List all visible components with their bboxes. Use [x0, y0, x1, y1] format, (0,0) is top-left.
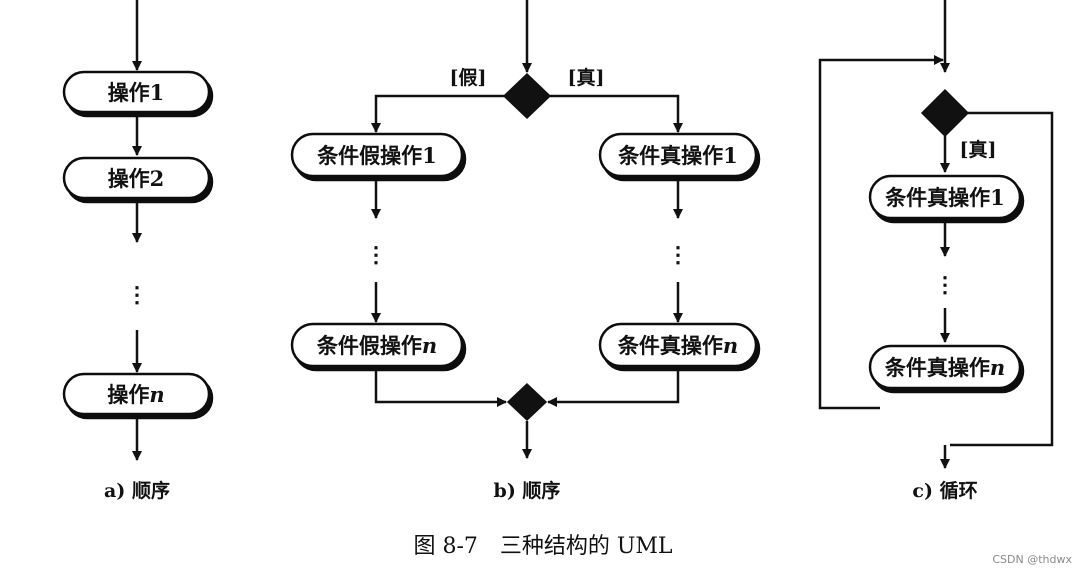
node-label: 操作 [107, 382, 149, 407]
edge-b-merge-left [374, 368, 507, 407]
ellipsis: ⋮ [365, 242, 387, 268]
edge-b-merge-right [547, 368, 680, 407]
node-label-suffix: n [422, 333, 437, 358]
svg-text:操作n: 操作n [107, 382, 164, 407]
node-label-suffix: n [149, 382, 164, 407]
svg-text:条件假操作n: 条件假操作n [317, 333, 437, 358]
activity-node: 操作n [62, 372, 211, 416]
node-label: 条件真操作1 [618, 143, 738, 168]
caption-b: b) 顺序 [494, 479, 561, 502]
guard-true: [真] [960, 138, 997, 161]
svg-text:操作2: 操作2 [108, 166, 165, 191]
node-label: 条件假操作 [317, 333, 422, 358]
node-label: 条件真操作 [885, 355, 990, 380]
activity-node: 条件真操作n [868, 344, 1022, 390]
svg-text:条件真操作1: 条件真操作1 [885, 185, 1005, 210]
node-label-suffix: n [723, 333, 738, 358]
activity-node: 操作1 [62, 70, 211, 114]
ellipsis: ⋮ [126, 282, 148, 308]
activity-node: 条件真操作n [598, 322, 758, 368]
loop-decision-diamond [920, 88, 970, 138]
svg-text:条件真操作n: 条件真操作n [618, 333, 738, 358]
activity-node: 条件真操作1 [868, 174, 1022, 220]
activity-node: 条件假操作1 [290, 132, 464, 178]
edge-b-false [371, 94, 504, 133]
svg-text:操作1: 操作1 [108, 80, 165, 105]
guard-false: [假] [450, 66, 487, 89]
caption-c: c) 循环 [912, 479, 977, 502]
node-label: 操作2 [108, 166, 165, 191]
guard-true: [真] [568, 66, 605, 89]
panel-c-loop [818, 0, 1054, 469]
node-label-suffix: n [990, 355, 1005, 380]
activity-node: 条件假操作n [290, 322, 464, 368]
svg-text:条件真操作1: 条件真操作1 [618, 143, 738, 168]
ellipsis: ⋮ [667, 242, 689, 268]
caption-a: a) 顺序 [104, 479, 170, 502]
figure-caption: 图 8-7 三种结构的 UML [413, 534, 672, 559]
ellipsis: ⋮ [934, 272, 956, 298]
edge-b-true [550, 94, 683, 133]
node-label: 操作1 [108, 80, 165, 105]
node-label: 条件真操作 [618, 333, 723, 358]
svg-text:条件假操作1: 条件假操作1 [317, 143, 437, 168]
merge-diamond [506, 382, 548, 422]
edge-c-exit [950, 111, 1054, 447]
watermark: CSDN @thdwx [992, 553, 1072, 566]
node-label: 条件真操作1 [885, 185, 1005, 210]
decision-diamond [502, 72, 552, 120]
activity-node: 操作2 [62, 156, 211, 200]
node-label: 条件假操作1 [317, 143, 437, 168]
activity-node: 条件真操作1 [598, 132, 758, 178]
edge-c-loop-back [818, 55, 944, 410]
panel-b-selection [371, 0, 683, 459]
svg-text:条件真操作n: 条件真操作n [885, 355, 1005, 380]
